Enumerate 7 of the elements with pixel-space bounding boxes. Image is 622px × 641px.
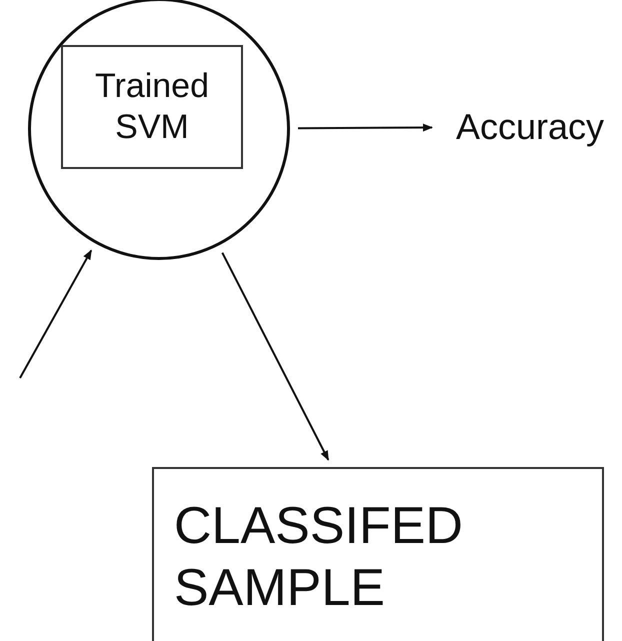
process-box: CLASSIFED SAMPLE: [152, 467, 604, 641]
output-label: Accuracy: [440, 100, 620, 154]
arrow: [19, 250, 92, 378]
arrow: [298, 124, 433, 132]
circle-node: [28, 0, 290, 260]
process-box: Trained SVM: [61, 45, 243, 169]
arrow: [221, 252, 330, 461]
